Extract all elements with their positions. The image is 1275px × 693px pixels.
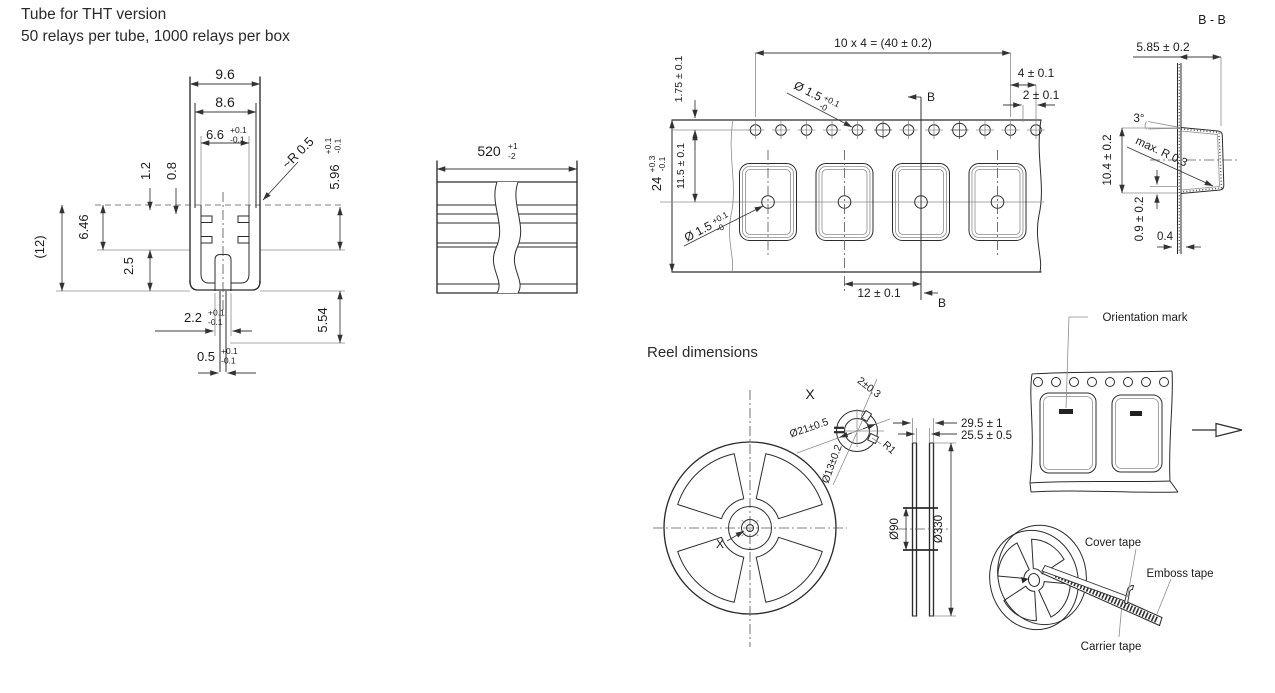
dim-hub-outer-dia: Ø21±0.5 <box>788 416 830 440</box>
dim-hole-diameter-top: Ø 1.5 <box>792 78 825 104</box>
section-bb-title: B - B <box>1198 13 1226 27</box>
sprocket-holes <box>749 122 1042 138</box>
dim-tube-slot-inner-tolminus: -0.1 <box>221 356 236 366</box>
reel-front-drawing: X <box>653 390 847 647</box>
orientation-mark-label: Orientation mark <box>1102 312 1187 324</box>
reel-3d-drawing: Cover tape Emboss tape Carrier tape <box>989 524 1214 653</box>
tape-orientation-drawing: Orientation mark <box>1029 312 1243 493</box>
dim-tube-slot-outer-tolminus: -0.1 <box>208 317 223 327</box>
dim-tube-slot-inner-tolplus: +0.1 <box>221 346 238 356</box>
dim-tube-height-top-tolminus: -0.1 <box>333 138 343 153</box>
dim-hub-radius: R1 <box>880 439 898 457</box>
reel-cutout-se <box>755 536 823 603</box>
carrier-tape-drawing: B B 10 x 4 = (40 ± 0.2) 4 ± 0.1 2 ± 0.1 … <box>647 36 1060 310</box>
dim-hole-diameter-mid-tolminus: -0 <box>714 222 726 235</box>
dim-tube-height-overall: (12) <box>32 235 47 258</box>
dim-tube-slot-outer-tolplus: +0.1 <box>208 308 225 318</box>
dim-pocket-length: 10.4 ± 0.2 <box>1102 134 1114 185</box>
dim-tube-inner-width: 6.6 <box>206 127 224 142</box>
dim-tape-thickness: 0.4 <box>1157 231 1174 243</box>
dim-hole-pitch: 4 ± 0.1 <box>1018 66 1055 80</box>
tube-cross-section-drawing: 9.6 8.6 6.6 +0.1 -0.1 ~R 0.5 5.96 +0.1 -… <box>32 66 345 376</box>
dim-tape-width-tolminus: -0.1 <box>657 156 667 171</box>
tube-bottom <box>189 280 261 291</box>
dim-bottom-offset: 0.9 ± 0.2 <box>1134 197 1146 242</box>
dim-tube-height-lower: 2.5 <box>121 257 136 275</box>
tube-lip <box>237 215 250 223</box>
dim-reel-width-inner: 25.5 ± 0.5 <box>961 430 1012 442</box>
emboss-tape-label: Emboss tape <box>1146 568 1213 580</box>
cover-tape-peel-flag <box>1123 585 1135 605</box>
reel-dimensions-heading: Reel dimensions <box>647 344 758 361</box>
dim-hole-diameter-mid: Ø 1.5 <box>682 218 715 244</box>
dim-tube-lip-depth: 1.2 <box>138 162 153 180</box>
dim-tube-length-tolminus: -2 <box>508 151 516 161</box>
page-title: Tube for THT version <box>21 6 167 23</box>
dim-pocket-center-distance: 11.5 ± 0.1 <box>675 143 687 189</box>
sprocket-hole-crosshairs <box>746 121 1045 139</box>
dim-pocket-depth: 5.85 ± 0.2 <box>1136 40 1190 54</box>
cover-tape-strip <box>1041 564 1129 603</box>
reel-cutout-sw <box>677 536 745 603</box>
tape-right-break <box>1036 119 1042 273</box>
tube-lip <box>237 236 250 244</box>
dim-tube-height-bottom: 5.54 <box>315 307 330 332</box>
dim-reel-flange-dia: Ø330 <box>933 515 945 543</box>
dim-hole-to-pocket: 2 ± 0.1 <box>1023 88 1060 102</box>
reel-side-view-drawing: 29.5 ± 1 25.5 ± 0.5 Ø90 Ø330 <box>889 418 1012 617</box>
dim-tube-slot-outer: 2.2 <box>184 310 202 325</box>
tape-sprocket-holes <box>1033 377 1169 387</box>
dim-hole-diameter-top-tolminus: -0 <box>818 101 830 113</box>
carrier-tape-label: Carrier tape <box>1081 641 1142 653</box>
orientation-mark <box>1130 411 1142 416</box>
cover-tape-label: Cover tape <box>1085 537 1141 549</box>
dim-tape-pitch-total: 10 x 4 = (40 ± 0.2) <box>834 36 932 50</box>
dim-reel-width-outer: 29.5 ± 1 <box>961 418 1002 430</box>
dim-tube-inner-width-tolminus: -0.1 <box>230 135 245 145</box>
dim-pocket-pitch: 12 ± 0.1 <box>857 286 901 300</box>
feed-direction-arrow <box>1215 422 1243 438</box>
reel-detail-ref-x: X <box>716 537 724 551</box>
dim-tube-outer-width: 9.6 <box>215 66 235 82</box>
page-subtitle: 50 relays per tube, 1000 relays per box <box>21 28 290 45</box>
reel-cutout-ne <box>755 453 823 520</box>
dim-reel-core-dia: Ø90 <box>889 518 901 540</box>
tube-side-view-drawing: 520 +1 -2 <box>436 141 578 294</box>
break-line <box>492 181 501 294</box>
dim-tube-height-top-tolplus: +0.1 <box>323 137 333 154</box>
orientation-mark <box>1059 409 1073 414</box>
dim-draft-angle: 3° <box>1134 113 1145 125</box>
dim-tube-shoulder-width: 8.6 <box>215 94 235 110</box>
reel-hub-detail-drawing: X 2±0.3 Ø21±0.5 Ø13±0.2 R1 <box>788 375 898 486</box>
tape-left-break <box>729 119 734 273</box>
tube-lip <box>200 215 213 223</box>
dim-hole-edge-distance: 1.75 ± 0.1 <box>673 56 685 103</box>
tape-pockets <box>739 150 1027 292</box>
dim-tube-corner-radius: ~R 0.5 <box>279 134 317 172</box>
dim-tube-height-top: 5.96 <box>327 164 342 189</box>
dim-tube-lip-width: 0.8 <box>164 162 179 180</box>
dim-tape-width-tolplus: +0.3 <box>647 155 657 172</box>
dim-tube-height-side: 6.46 <box>76 214 91 239</box>
tube-lip <box>200 236 213 244</box>
dim-tape-width: 24 <box>649 177 664 191</box>
dim-tube-length: 520 <box>477 143 501 159</box>
section-marker-b-bottom: B <box>938 296 946 310</box>
section-bb-drawing: B - B 5.85 ± 0.2 3° max. R 0.3 <box>1102 13 1240 254</box>
dim-hub-slot-width: 2±0.3 <box>855 375 883 401</box>
break-mask <box>493 182 521 293</box>
reel-cutout-nw <box>677 453 745 520</box>
hub-detail-label-x: X <box>805 386 815 402</box>
dim-tube-slot-inner: 0.5 <box>197 349 215 364</box>
dim-tube-length-tolplus: +1 <box>508 141 518 151</box>
section-marker-b-top: B <box>927 90 935 104</box>
break-line <box>513 181 522 294</box>
dim-tube-inner-width-tolplus: +0.1 <box>230 125 247 135</box>
dim-hub-inner-dia: Ø13±0.2 <box>820 443 845 485</box>
